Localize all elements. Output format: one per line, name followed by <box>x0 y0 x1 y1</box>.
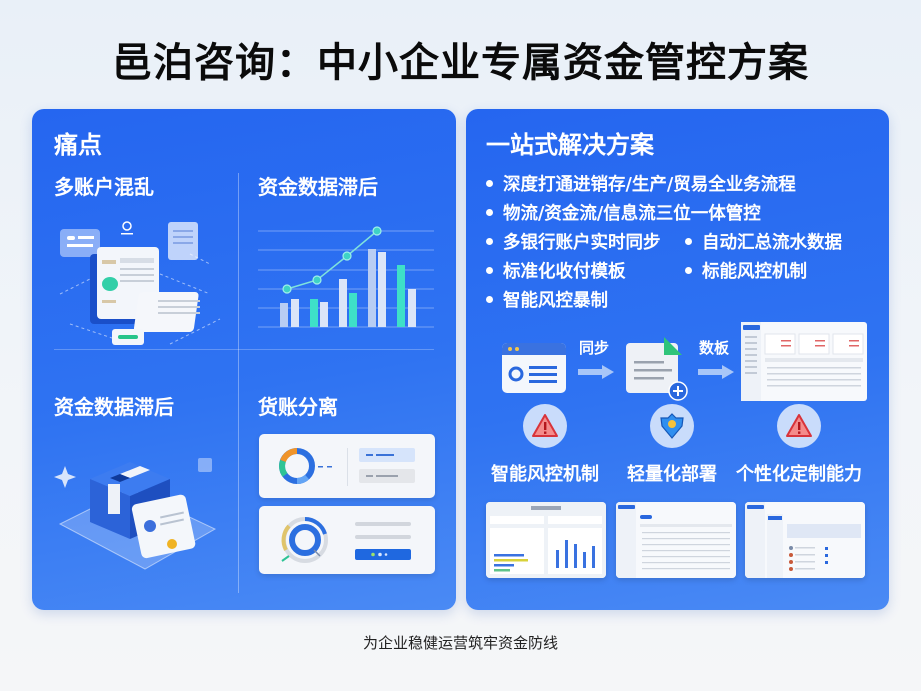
horizontal-divider <box>54 349 434 350</box>
bullet-row: 多银行账户实时同步 自动汇总流水数据 <box>486 227 881 256</box>
analytics-dashboard-thumbnail <box>486 502 606 578</box>
solution-panel: 一站式解决方案 深度打通进销存/生产/贸易全业务流程 物流/资金流/信息流三位一… <box>466 109 889 610</box>
summary-card <box>259 434 435 498</box>
bullet-dot-icon <box>685 238 692 245</box>
bullet-row: 标准化收付模板 标能风控机制 <box>486 256 881 285</box>
pain-points-heading: 痛点 <box>54 131 102 159</box>
pain-cell-title: 资金数据滞后 <box>54 395 174 419</box>
bullet-row: 物流/资金流/信息流三位一体管控 <box>486 198 881 227</box>
bullet-dot-icon <box>486 180 493 187</box>
page-title: 邑泊咨询：中小企业专属资金管控方案 <box>112 40 809 86</box>
bar-line-chart-icon <box>258 226 434 328</box>
arrow-right-icon <box>698 365 734 379</box>
bullet-dot-icon <box>486 296 493 303</box>
vertical-divider <box>238 173 239 593</box>
feature-risk-control: 智能风控机制 <box>475 404 615 486</box>
bullet-row: 深度打通进销存/生产/贸易全业务流程 <box>486 169 881 198</box>
list-item: 物流/资金流/信息流三位一体管控 <box>486 200 761 225</box>
feature-customization: 个性化定制能力 <box>729 404 869 486</box>
dashboard-arrow-label: 数板 <box>699 339 730 357</box>
sync-flow-diagram: 同步 数板 <box>466 322 889 409</box>
pain-points-panel: 痛点 多账户混乱 资金数据滞后 <box>32 109 456 610</box>
detail-list-thumbnail <box>745 502 865 578</box>
solution-bullet-list: 深度打通进销存/生产/贸易全业务流程 物流/资金流/信息流三位一体管控 多银行账… <box>486 169 881 314</box>
detail-card <box>259 506 435 574</box>
list-item: 多银行账户实时同步 <box>486 229 661 254</box>
list-item: 深度打通进销存/生产/贸易全业务流程 <box>486 171 796 196</box>
bullet-dot-icon <box>685 267 692 274</box>
list-item: 自动汇总流水数据 <box>685 229 842 254</box>
pain-cell-title: 资金数据滞后 <box>258 175 378 199</box>
pain-cell-title: 多账户混乱 <box>54 175 154 199</box>
feature-lightweight-deploy: 轻量化部署 <box>602 404 742 486</box>
bullet-row: 智能风控暴制 <box>486 285 881 314</box>
multi-account-screens-icon <box>59 221 221 345</box>
sync-arrow-label: 同步 <box>579 339 610 357</box>
list-item: 智能风控暴制 <box>486 287 608 312</box>
package-certificate-icon <box>54 458 217 570</box>
browser-window-icon <box>502 343 566 393</box>
bullet-dot-icon <box>486 267 493 274</box>
pain-cell-title: 货账分离 <box>258 395 338 419</box>
solution-heading: 一站式解决方案 <box>486 131 654 159</box>
bullet-dot-icon <box>486 238 493 245</box>
arrow-right-icon <box>578 365 614 379</box>
bullet-dot-icon <box>486 209 493 216</box>
footer-tagline: 为企业稳健运营筑牢资金防线 <box>362 634 558 652</box>
warning-triangle-icon <box>523 404 567 448</box>
warning-triangle-icon <box>777 404 821 448</box>
list-item: 标准化收付模板 <box>486 258 626 283</box>
data-table-thumbnail <box>616 502 736 578</box>
dashboard-screenshot-icon <box>741 322 867 401</box>
document-add-icon <box>626 337 688 401</box>
shield-flower-icon <box>650 404 694 448</box>
list-item: 标能风控机制 <box>685 258 807 283</box>
